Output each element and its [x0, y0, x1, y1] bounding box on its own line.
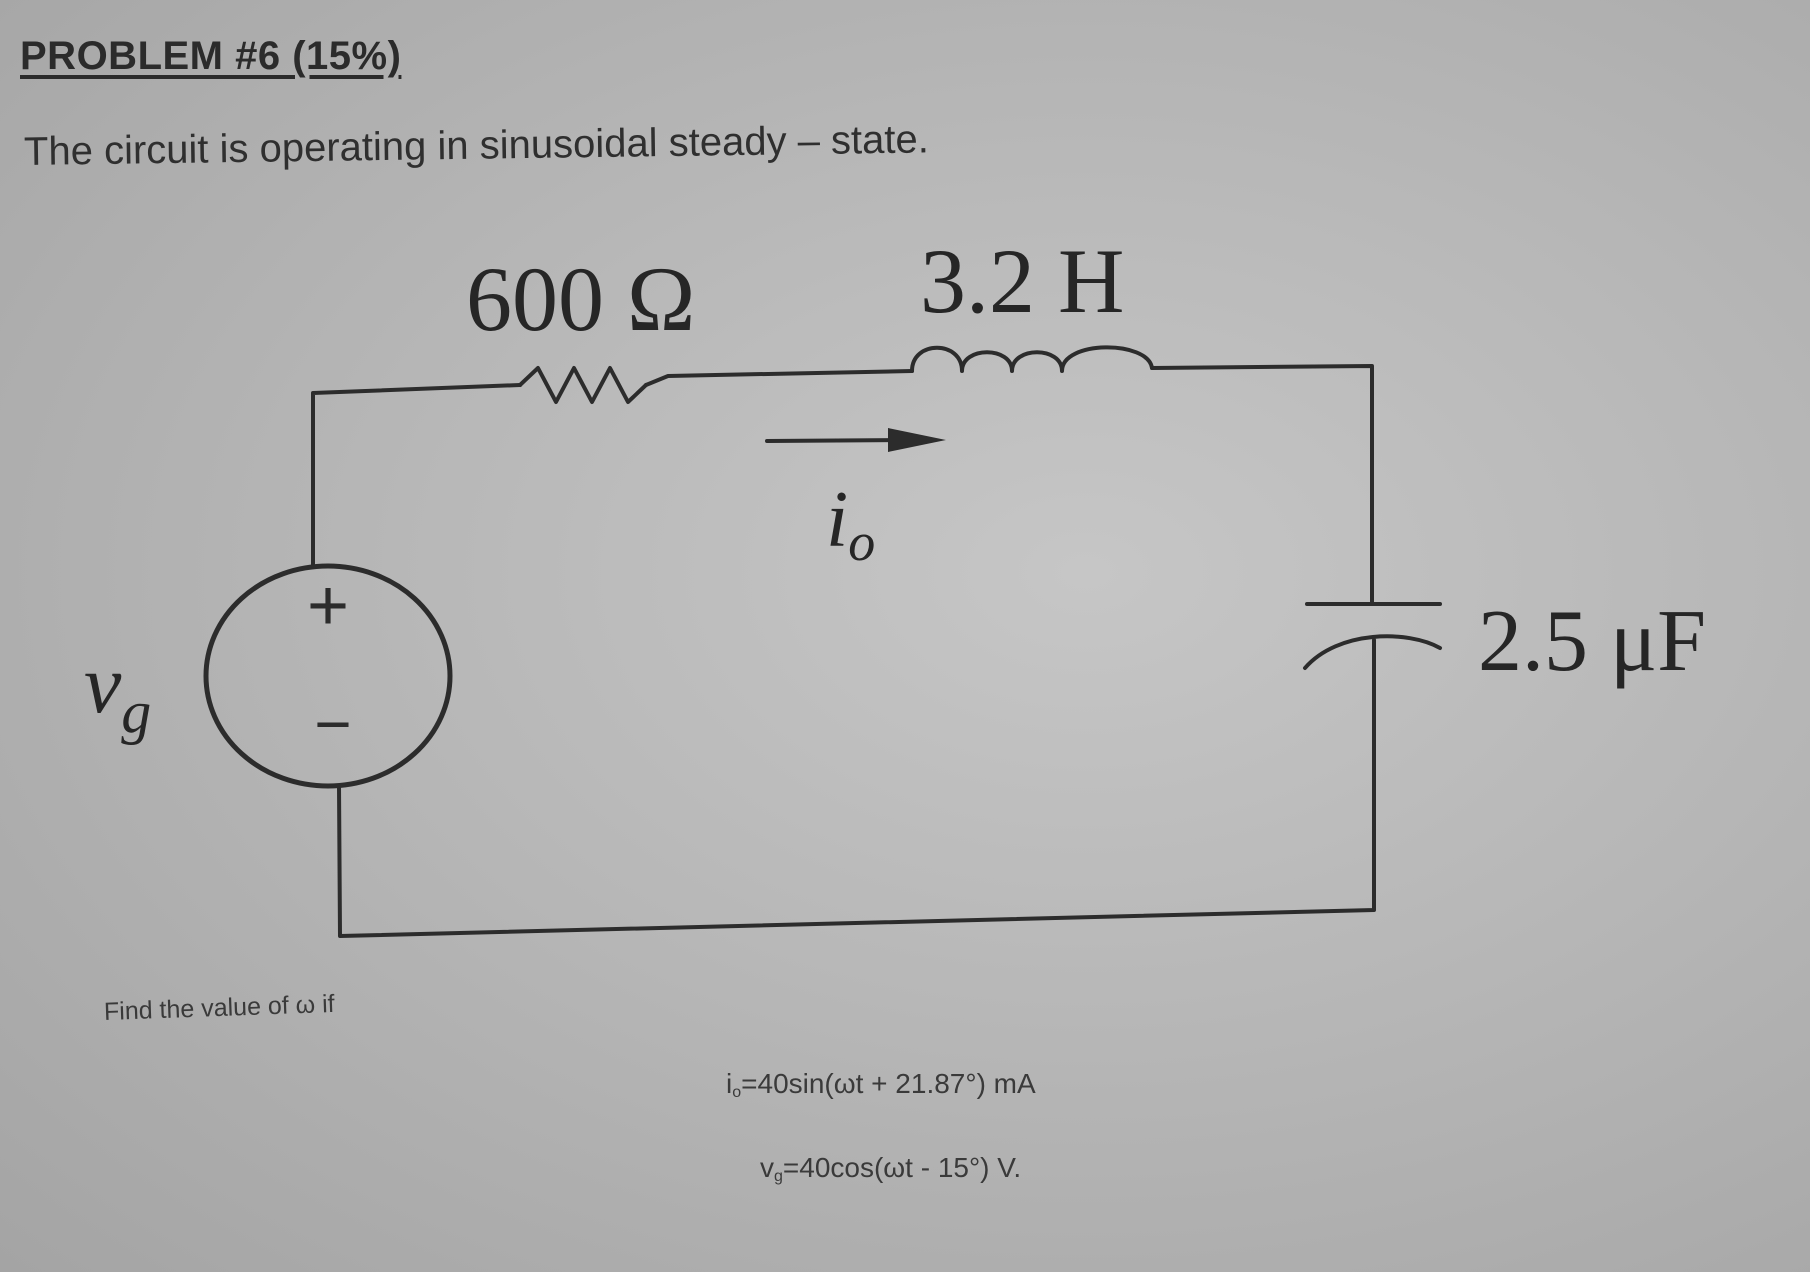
wire-left-upper: [311, 383, 522, 569]
voltage-source-plus: +: [307, 566, 349, 646]
source-label: vg: [84, 638, 151, 745]
voltage-eq-expression: =40cos(ωt - 15°) V.: [782, 1152, 1022, 1183]
current-eq-expression: =40sin(ωt + 21.87°) mA: [741, 1068, 1036, 1099]
wire-top-right: [1150, 364, 1374, 606]
current-eq-sub: o: [732, 1084, 742, 1101]
resistor-label: 600 Ω: [466, 248, 695, 350]
voltage-source-circle: [203, 563, 453, 789]
inductor-symbol: [910, 345, 1154, 373]
voltage-eq-symbol: v: [760, 1152, 774, 1183]
voltage-eq-sub: g: [774, 1168, 783, 1185]
capacitor-plate-bottom: [1303, 634, 1442, 670]
current-label-sub: o: [848, 512, 875, 572]
inductor-label: 3.2 H: [920, 230, 1124, 332]
current-equation: io=40sin(ωt + 21.87°) mA: [726, 1068, 1036, 1102]
capacitor-label: 2.5 μF: [1478, 593, 1706, 690]
current-label: io: [826, 476, 875, 572]
voltage-source-minus: −: [314, 688, 351, 760]
current-arrow-head: [888, 428, 946, 452]
source-label-v: v: [84, 638, 122, 731]
wire-top-middle: [644, 369, 914, 387]
problem-heading: PROBLEM #6 (15%): [20, 34, 402, 78]
resistor-symbol: [518, 366, 648, 404]
wire-bottom: [337, 638, 1376, 938]
current-label-i: i: [826, 476, 848, 564]
voltage-equation: vg=40cos(ωt - 15°) V.: [760, 1152, 1021, 1186]
current-eq-symbol: i: [726, 1068, 733, 1099]
current-arrow-line: [765, 438, 907, 443]
source-label-sub: g: [121, 679, 151, 745]
